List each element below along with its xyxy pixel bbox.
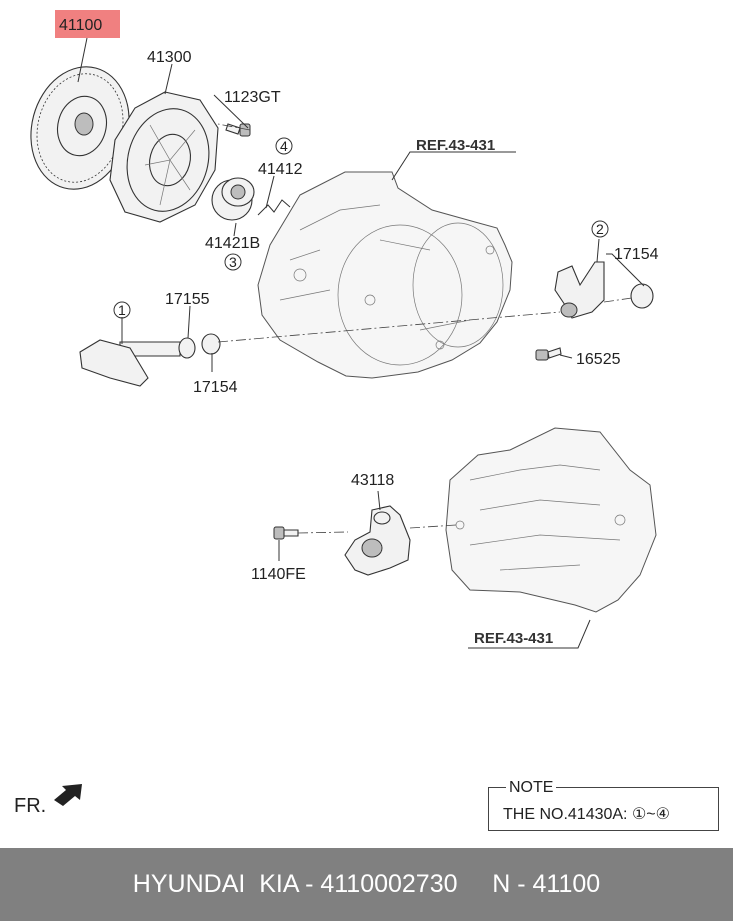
part-label-41300: 41300 (147, 49, 192, 66)
release-fork (554, 261, 654, 319)
part-label-17154-right: 17154 (614, 246, 659, 263)
release-bearing (211, 177, 255, 221)
bracket-bolt (273, 526, 299, 540)
part-label-41412: 41412 (258, 161, 303, 178)
part-label-17155: 17155 (165, 291, 210, 308)
footer-text: HYUNDAI KIA - 4110002730 N - 41100 (132, 870, 601, 898)
ref-label-bottom: REF.43-431 (474, 630, 553, 647)
note-title: NOTE (506, 779, 557, 797)
circle-3-icon (224, 253, 242, 271)
circle-2-icon (591, 220, 609, 238)
bracket (344, 505, 411, 576)
transaxle-case-upper (257, 171, 513, 379)
circle-3-label: 3 (229, 254, 237, 270)
front-direction-label: FR. (14, 795, 47, 817)
footer-bar: HYUNDAI KIA - 4110002730 N - 41100 (0, 848, 733, 921)
clutch-cover (109, 91, 219, 223)
clutch-disc (30, 66, 130, 190)
transaxle-case-lower (445, 427, 657, 613)
part-label-1140fe: 1140FE (251, 566, 306, 583)
part-label-41421b: 41421B (205, 235, 260, 252)
part-label-16525: 16525 (576, 351, 621, 368)
ref-label-top: REF.43-431 (416, 137, 495, 154)
fork-bolt (535, 347, 562, 361)
circle-2-label: 2 (596, 221, 604, 237)
circle-4-icon (275, 137, 293, 155)
part-label-17154-left: 17154 (193, 379, 238, 396)
part-label-43118: 43118 (351, 472, 394, 489)
release-fork-shaft (79, 333, 221, 387)
release-clip (257, 199, 291, 216)
note-text: THE NO.41430A: ①~④ (503, 806, 670, 823)
arrow-icon (54, 784, 82, 806)
highlight-box (55, 10, 120, 38)
circle-4-label: 4 (280, 138, 288, 154)
part-label-1123gt: 1123GT (224, 89, 281, 106)
centerlines (217, 123, 633, 534)
leader-lines (77, 37, 645, 649)
circle-1-label: 1 (118, 302, 126, 318)
part-label-41100: 41100 (59, 17, 102, 34)
circle-1-icon (113, 301, 131, 319)
